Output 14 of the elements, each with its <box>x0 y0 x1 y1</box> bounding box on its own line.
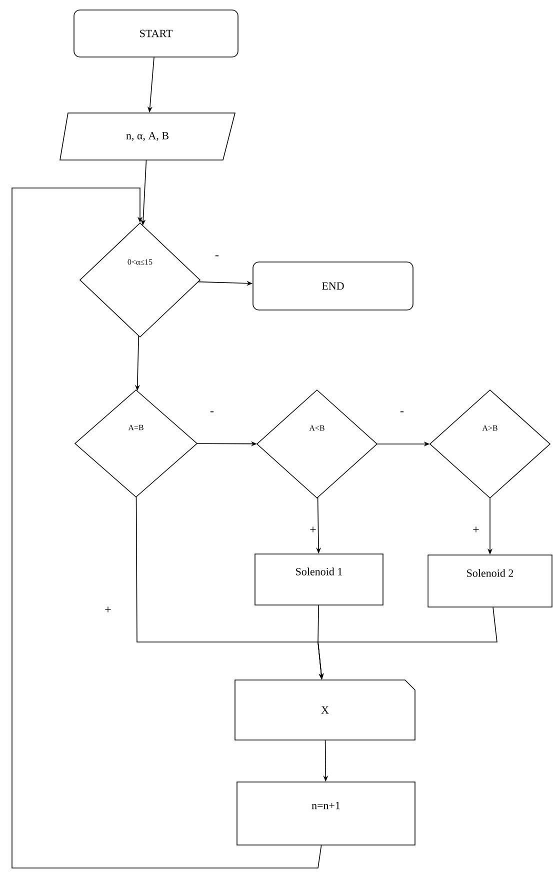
input-parallelogram: n, α, A, B <box>60 112 236 160</box>
process-box: Solenoid 1 <box>254 554 384 606</box>
arrow <box>12 188 322 868</box>
edge-label: - <box>399 410 405 416</box>
process-box: Solenoid 2 <box>428 554 552 608</box>
edge-label: - <box>214 254 220 260</box>
edge-label: - <box>209 410 215 416</box>
edge-label: + <box>472 526 480 534</box>
terminal-box: END <box>252 262 414 310</box>
process-box: n=n+1 <box>236 782 416 846</box>
output-box: X <box>234 680 416 740</box>
edge-label: + <box>104 606 112 614</box>
terminal-box: START <box>74 10 238 58</box>
edge-label: + <box>308 526 318 534</box>
